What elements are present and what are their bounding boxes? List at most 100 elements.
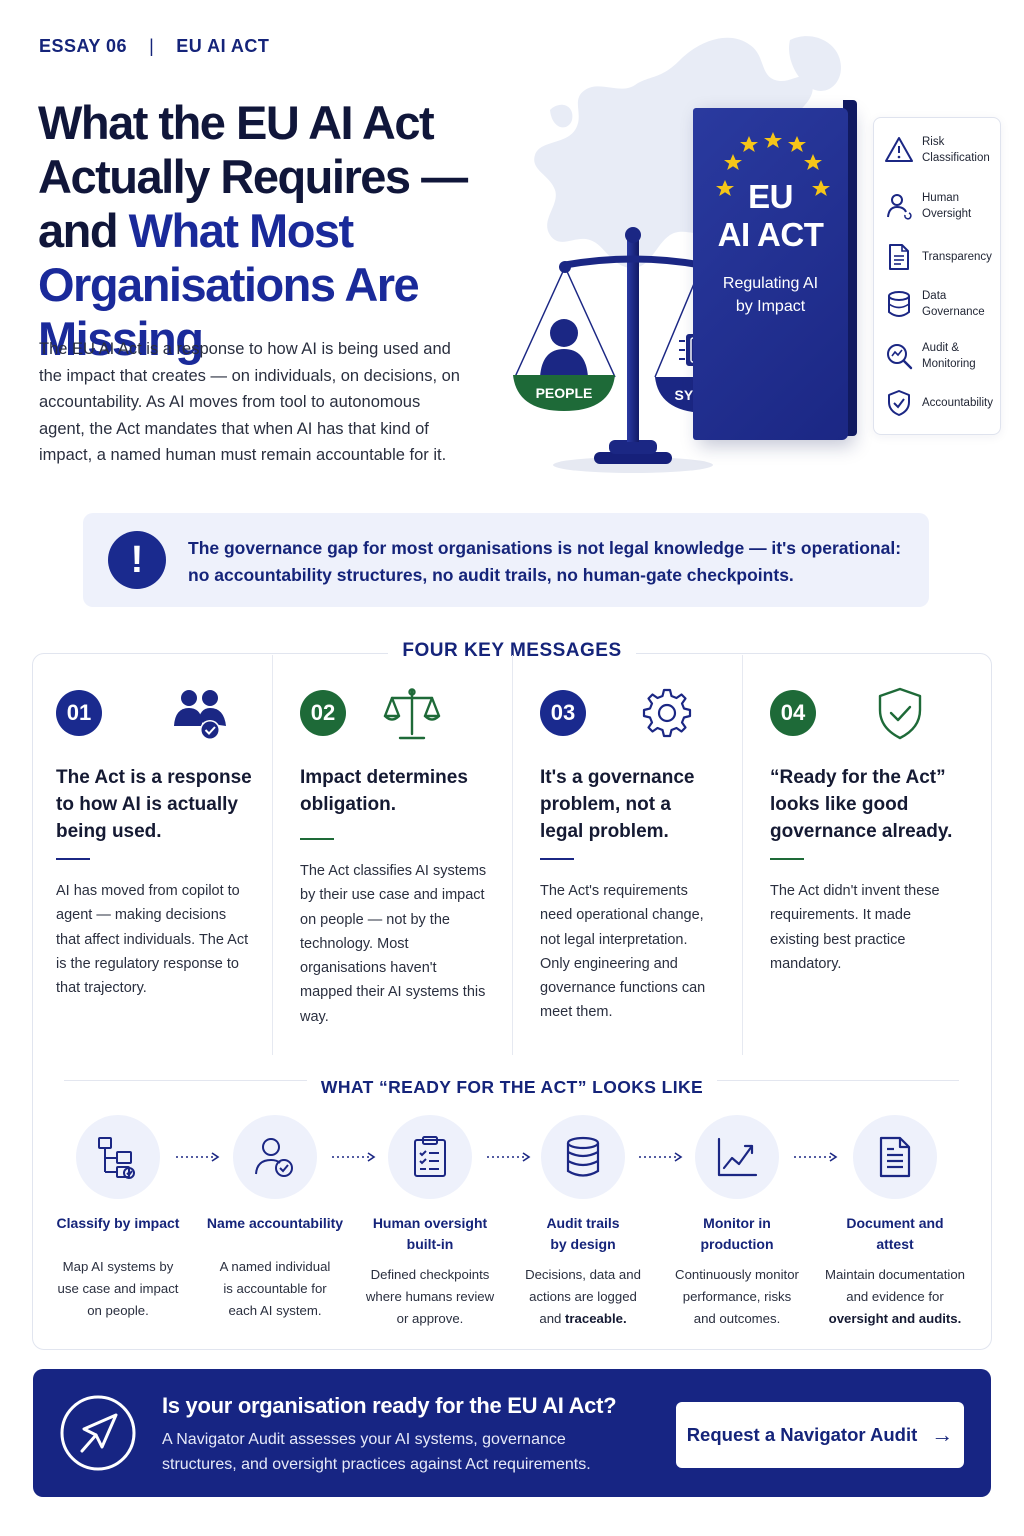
key-message-3: 03 It's a governance problem, not a lega…	[540, 688, 750, 1020]
eyebrow: ESSAY 06 | EU AI ACT	[39, 36, 269, 57]
step-title-line: Document and	[846, 1215, 944, 1231]
step-title-line: Human oversight	[372, 1215, 488, 1231]
panel-label: Data	[922, 290, 947, 302]
message-body: AI has moved from copilot to agent — mak…	[56, 883, 249, 997]
book-subtitle-line-1: Regulating AI	[722, 275, 819, 292]
essay-topic: EU AI ACT	[176, 36, 270, 56]
step-body-line: Continuously monitor	[675, 1267, 799, 1282]
cta-body: A Navigator Audit assesses your AI syste…	[162, 1431, 591, 1473]
step-title-line: by design	[550, 1235, 616, 1252]
request-audit-button-label: Request a Navigator Audit	[686, 1424, 918, 1445]
step-title-line: Name accountability	[206, 1215, 344, 1231]
message-title: The Act is a response to how AI is actua…	[56, 767, 252, 842]
scale-left-label: PEOPLE	[535, 385, 593, 401]
column-divider	[742, 655, 743, 1055]
book-cover	[693, 108, 848, 440]
message-number: 02	[300, 690, 346, 736]
hierarchy-icon	[98, 1137, 135, 1179]
step-body-line: A named individual	[219, 1258, 331, 1274]
database-icon	[888, 291, 910, 317]
title-line-1: What the EU AI Act	[38, 96, 435, 149]
message-title: “Ready for the Act” looks like good gove…	[770, 767, 953, 842]
step-body-line: or approve.	[396, 1311, 464, 1326]
step-body-line: and	[539, 1311, 566, 1326]
column-divider	[512, 655, 513, 1055]
step-body-line: Maintain documentation	[824, 1267, 966, 1282]
step-body-line: performance, risks	[682, 1289, 792, 1304]
step-oversight: Human oversight built-in Defined checkpoi…	[355, 1115, 505, 1330]
step-body-line: where humans review	[365, 1289, 495, 1304]
panel-label: Human	[922, 192, 960, 204]
governance-gap-callout: ! The governance gap for most organisati…	[83, 513, 929, 607]
step-icon-circle	[388, 1115, 472, 1199]
step-icon-circle	[853, 1115, 937, 1199]
cta-banner: Is your organisation ready for the EU AI…	[33, 1369, 991, 1497]
clipboard-checklist-icon	[414, 1136, 446, 1177]
step-body-bold: oversight and audits.	[828, 1311, 962, 1326]
step-title-line: attest	[876, 1235, 914, 1252]
message-number: 03	[540, 690, 586, 736]
key-message-2: 02 Impact determines obligation. The Act…	[300, 688, 510, 1025]
cta-title: Is your organisation ready for the EU AI…	[162, 1393, 617, 1418]
step-body-line: each AI system.	[228, 1302, 322, 1318]
people-check-icon	[174, 690, 226, 740]
step-document: Document and attest Maintain documentatio…	[815, 1115, 975, 1330]
book-title-line-2: AI ACT	[717, 216, 824, 253]
message-body: The Act's requirements need operational …	[540, 883, 706, 1021]
message-body: The Act classifies AI systems by their u…	[300, 863, 487, 1025]
step-body-bold: traceable.	[565, 1311, 627, 1326]
book-title-line-1: EU	[748, 178, 793, 215]
panel-label: Classification	[922, 152, 990, 164]
step-body-line: and outcomes.	[693, 1311, 781, 1326]
key-message-4: 04 “Ready for the Act” looks like good g…	[770, 687, 980, 972]
key-message-1: 01 The Act is a response to how AI is ac…	[56, 690, 266, 996]
panel-label: Risk	[922, 136, 945, 148]
callout-text: The governance gap for most organisation…	[188, 538, 902, 585]
panel-label: Monitoring	[922, 358, 976, 370]
message-number: 01	[56, 690, 102, 736]
panel-label: Oversight	[922, 208, 972, 220]
panel-label: Accountability	[922, 397, 993, 409]
title-line-3: and	[38, 204, 129, 257]
message-rule	[56, 858, 90, 860]
gear-icon	[642, 688, 692, 738]
panel-label: Transparency	[922, 251, 992, 263]
step-title-line: built-in	[406, 1235, 454, 1252]
eu-stars-icon	[716, 132, 830, 196]
key-messages-heading: FOUR KEY MESSAGES	[32, 640, 992, 662]
balance-scale-icon	[383, 688, 441, 740]
step-title-line: Monitor in	[703, 1215, 771, 1231]
request-audit-button[interactable]: Request a Navigator Audit →	[676, 1402, 964, 1468]
intro-paragraph: The EU AI Act is a response to how AI is…	[39, 340, 460, 464]
title-line-2: Actually Requires —	[38, 150, 468, 203]
arrow-icon	[639, 1152, 683, 1162]
ready-heading: WHAT “READY FOR THE ACT” LOOKS LIKE	[32, 1077, 992, 1098]
warning-icon	[885, 137, 913, 162]
panel-item-audit: Audit &Monitoring	[884, 340, 976, 372]
step-title: Classify by impact	[43, 1213, 193, 1234]
step-body-line: Map AI systems by	[62, 1258, 174, 1274]
step-title-line: Classify by impact	[56, 1215, 180, 1231]
title-highlight: What Most	[128, 204, 355, 257]
message-rule	[540, 858, 574, 860]
step-icon-circle	[76, 1115, 160, 1199]
book-subtitle-line-2: by Impact	[735, 298, 806, 315]
panel-item-transparency: Transparency	[884, 242, 992, 272]
page-title: What the EU AI Act Actually Requires — a…	[38, 96, 518, 366]
message-rule	[770, 858, 804, 860]
message-title: It's a governance problem, not a legal p…	[540, 767, 695, 842]
user-check-icon	[255, 1138, 293, 1177]
person-icon	[887, 194, 912, 220]
